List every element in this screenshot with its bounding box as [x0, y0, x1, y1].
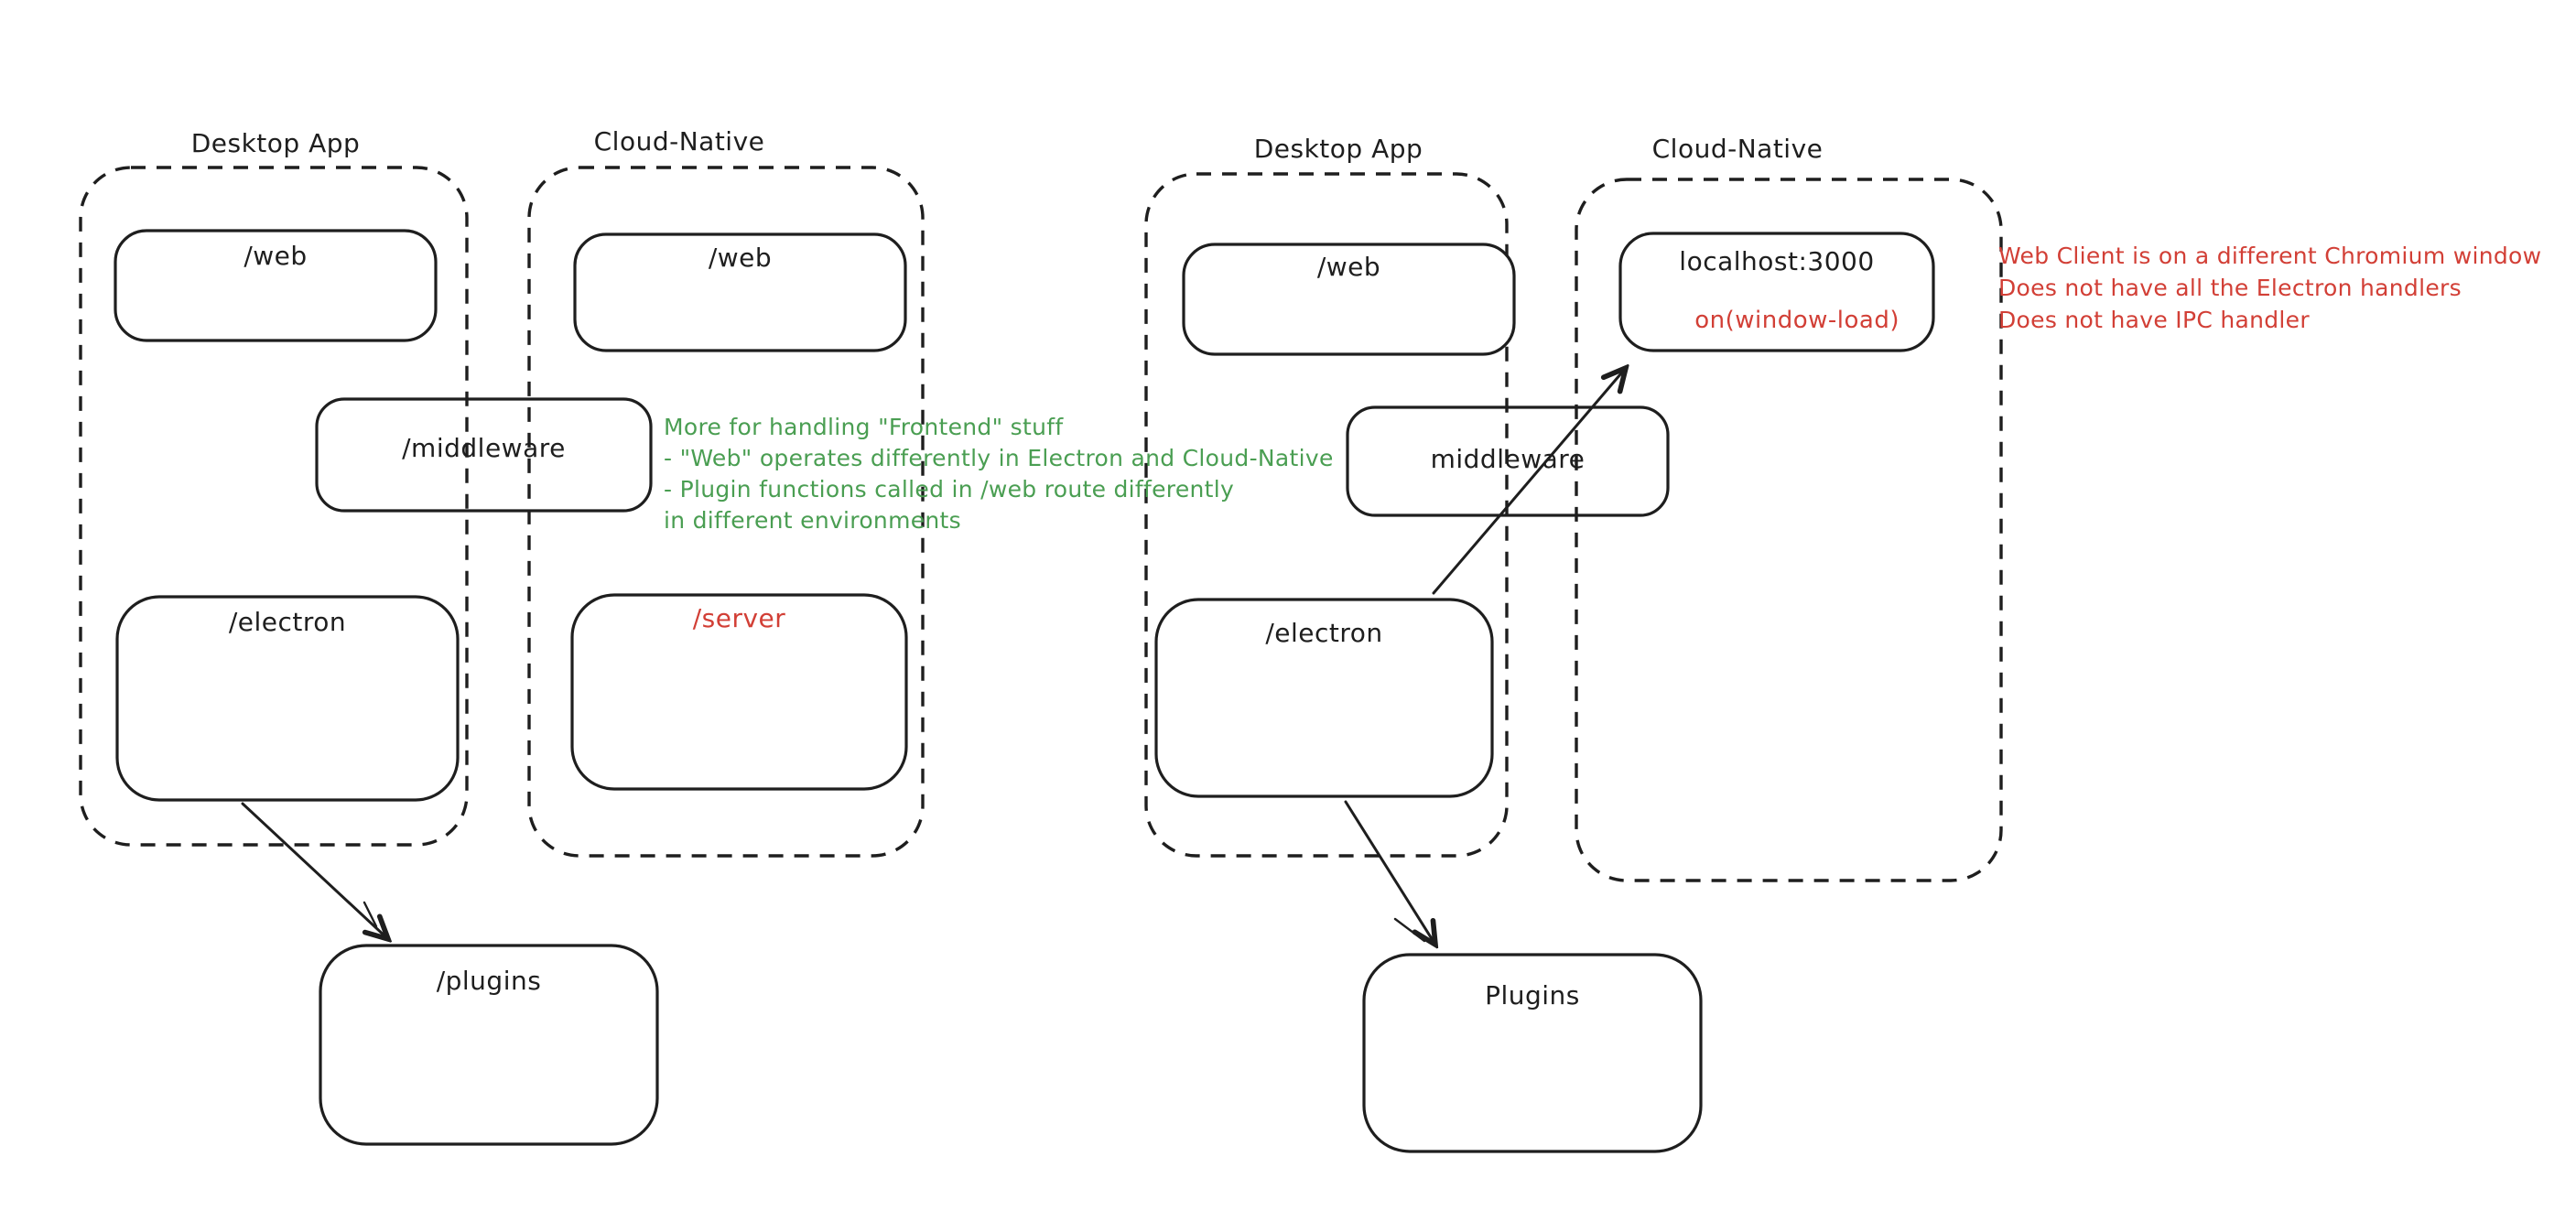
- localhost-box: [1618, 232, 1935, 352]
- right-middleware-box: [1346, 405, 1670, 517]
- arrow-left-sketch-stroke: [363, 901, 378, 928]
- right-cloud-native-container: [1575, 178, 2003, 882]
- left-electron-label: /electron: [228, 607, 347, 637]
- left-electron-box: [115, 595, 460, 802]
- right-cloud-native-title: Cloud-Native: [1651, 134, 1824, 164]
- right-web-label: /web: [1316, 252, 1381, 282]
- left-web-label: /web: [244, 241, 308, 271]
- arrow-right-electron-to-plugins: [1344, 800, 1435, 945]
- arrow-left-electron-to-plugins: [241, 802, 388, 939]
- left-desktop-app-title: Desktop App: [190, 128, 361, 158]
- arrow-right-sketch-stroke: [1393, 917, 1426, 943]
- left-desktop-app-container: [79, 166, 469, 847]
- left-cloud-native-title: Cloud-Native: [593, 126, 765, 157]
- right-middleware-label: middleware: [1430, 444, 1586, 474]
- red-annotation-note: Web Client is on a different Chromium wi…: [1998, 243, 2542, 333]
- right-electron-box: [1154, 598, 1494, 798]
- green-annotation-note: More for handling "Frontend" stuff - "We…: [664, 414, 1334, 534]
- left-server-label: /server: [692, 603, 786, 633]
- left-plugins-label: /plugins: [436, 966, 542, 996]
- right-plugins-label: Plugins: [1485, 980, 1580, 1010]
- arrow-right-electron-to-localhost: [1432, 368, 1626, 595]
- left-cloud-web-box: [573, 232, 907, 352]
- right-plugins-box: [1362, 953, 1703, 1153]
- left-middleware-label: /middleware: [402, 433, 566, 463]
- right-electron-label: /electron: [1265, 618, 1383, 648]
- left-middleware-box: [315, 397, 653, 513]
- left-server-box: [570, 593, 908, 791]
- right-desktop-app-title: Desktop App: [1253, 134, 1423, 164]
- localhost-label: localhost:3000: [1679, 246, 1875, 276]
- left-cloud-web-label: /web: [708, 243, 773, 273]
- left-plugins-box: [319, 944, 659, 1146]
- on-window-load-label: on(window-load): [1694, 307, 1900, 334]
- right-web-box: [1182, 243, 1516, 356]
- left-web-box: [114, 229, 438, 342]
